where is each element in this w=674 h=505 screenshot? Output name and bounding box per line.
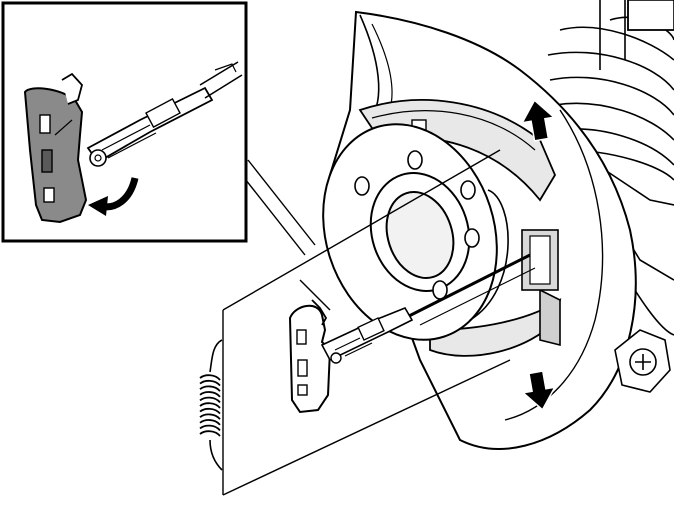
spring-coil <box>199 374 221 381</box>
up-arrow-icon <box>520 99 556 142</box>
spring-coil <box>199 424 221 432</box>
spring-coil <box>199 385 221 392</box>
spring-coil <box>199 391 221 398</box>
mounting-bolt <box>614 329 671 393</box>
wheel-stud-holes <box>354 150 480 300</box>
brake-cable <box>404 253 536 326</box>
spring-coil <box>199 430 221 437</box>
projection-lines <box>222 149 511 496</box>
cable-end-fitting <box>320 307 414 364</box>
parking-brake-lever <box>288 299 332 414</box>
inset-lever <box>23 72 88 224</box>
spring-coil <box>199 396 221 404</box>
lower-brake-shoe <box>429 288 562 357</box>
spring-coil <box>199 407 221 415</box>
spring-coil <box>199 379 221 387</box>
spring-coil <box>199 419 221 426</box>
return-spring <box>199 339 223 471</box>
inset-cable-end <box>86 61 243 167</box>
spring-coil <box>199 402 221 409</box>
rotate-arrow-icon <box>88 177 139 216</box>
spring-coil <box>199 413 221 420</box>
down-arrow-icon <box>521 370 557 411</box>
anchor-block <box>521 229 559 291</box>
